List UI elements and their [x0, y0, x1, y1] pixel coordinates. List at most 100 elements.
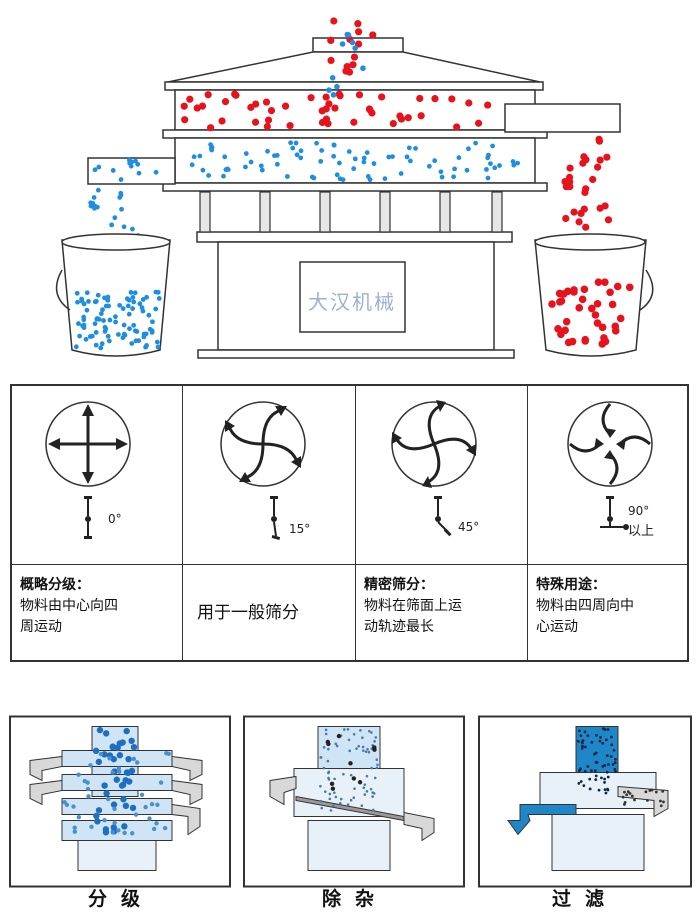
particle — [93, 812, 100, 820]
coarse-particle — [218, 117, 226, 125]
fine-particle — [290, 145, 296, 151]
particle — [149, 801, 155, 807]
particle — [110, 801, 118, 808]
particle — [339, 802, 342, 805]
impurity — [326, 741, 331, 747]
coarse-particle — [570, 288, 578, 296]
particle — [320, 806, 324, 810]
fine-particle — [413, 146, 418, 151]
inward-arrows-icon — [567, 401, 653, 530]
fine-particle — [426, 163, 432, 169]
particle — [324, 728, 328, 732]
coarse-particle — [354, 28, 363, 36]
particle — [327, 747, 330, 751]
fine-particle — [439, 174, 445, 180]
right-bucket-handle — [639, 269, 654, 311]
fine-particle — [98, 345, 104, 351]
fine-particle — [248, 159, 254, 165]
fine-particle — [92, 321, 98, 327]
fine-particle — [144, 294, 150, 300]
pattern-cell-3: 90° 以上 特殊用途： 物料由四周向中 心运动 — [528, 386, 687, 660]
motion-pattern-table: 0° 概略分级： 物料由中心向四 周运动 15° 用于一般筛分 — [10, 384, 689, 662]
coarse-particle — [575, 304, 584, 312]
particle — [375, 766, 379, 770]
particle — [613, 761, 617, 765]
coarse-particle — [580, 285, 589, 294]
coarse-particle — [404, 114, 412, 122]
particle — [361, 736, 364, 740]
coarse-particle — [221, 98, 230, 106]
right-bucket — [534, 239, 647, 357]
spring — [379, 191, 391, 233]
coarse-particle — [378, 93, 386, 101]
particle — [370, 766, 373, 770]
coarse-particle — [568, 337, 577, 346]
fine-particle — [464, 167, 470, 173]
particle — [595, 761, 599, 764]
fine-particle — [318, 158, 324, 164]
fine-particle — [154, 339, 160, 345]
particle — [612, 748, 616, 752]
angle-label: 45° — [458, 520, 480, 534]
fine-particle — [336, 160, 342, 166]
upper-deck-rim — [162, 129, 548, 139]
right-bucket-rim — [534, 233, 646, 251]
particle — [349, 798, 353, 802]
coarse-particle — [625, 283, 634, 292]
particle — [580, 741, 584, 745]
particle — [347, 738, 351, 742]
fine-particle — [206, 173, 212, 178]
fine-particle — [484, 167, 489, 172]
fine-particle — [117, 195, 123, 200]
fine-particle — [93, 330, 99, 335]
particle — [353, 787, 356, 790]
particle — [372, 792, 376, 795]
particle — [375, 758, 379, 762]
fine-particle — [492, 165, 498, 171]
fine-particle — [119, 206, 124, 212]
coarse-particle — [580, 205, 588, 213]
particle — [120, 796, 127, 803]
fine-particle — [133, 338, 139, 344]
particle — [95, 758, 103, 766]
particle — [323, 790, 327, 793]
desc-line: 周运动 — [20, 619, 62, 635]
application-panels — [9, 715, 692, 888]
particle — [158, 780, 164, 785]
fine-particle — [126, 157, 132, 163]
fine-particle — [131, 299, 137, 305]
particle — [129, 804, 137, 812]
coarse-particle — [322, 115, 331, 123]
particle — [590, 769, 593, 772]
particle — [580, 746, 584, 750]
particle — [581, 739, 585, 742]
particle — [329, 809, 333, 812]
particle — [319, 784, 322, 788]
fine-particle — [339, 41, 346, 47]
fine-particle — [120, 306, 126, 311]
coarse-particle — [355, 91, 364, 99]
fine-particle — [94, 204, 100, 210]
particle — [113, 776, 120, 783]
particle — [601, 741, 605, 745]
fine-particle — [131, 322, 137, 328]
particle — [151, 826, 157, 832]
fine-particle — [288, 140, 294, 146]
fine-particle — [149, 329, 155, 335]
coarse-particle — [397, 115, 406, 123]
particle — [110, 770, 115, 775]
coarse-particle — [578, 295, 587, 304]
fine-particle — [265, 148, 270, 154]
fine-particle — [361, 159, 367, 165]
fine-particle — [407, 158, 413, 164]
fine-particle — [515, 160, 520, 166]
particle — [593, 752, 596, 756]
fine-particle — [139, 305, 145, 311]
coarse-particle — [336, 92, 344, 100]
spring — [199, 191, 211, 233]
coarse-particle — [262, 98, 271, 106]
impurity-removal-panel — [243, 715, 465, 888]
fine-particle — [146, 312, 152, 318]
particle — [654, 790, 658, 794]
particle — [606, 728, 610, 731]
